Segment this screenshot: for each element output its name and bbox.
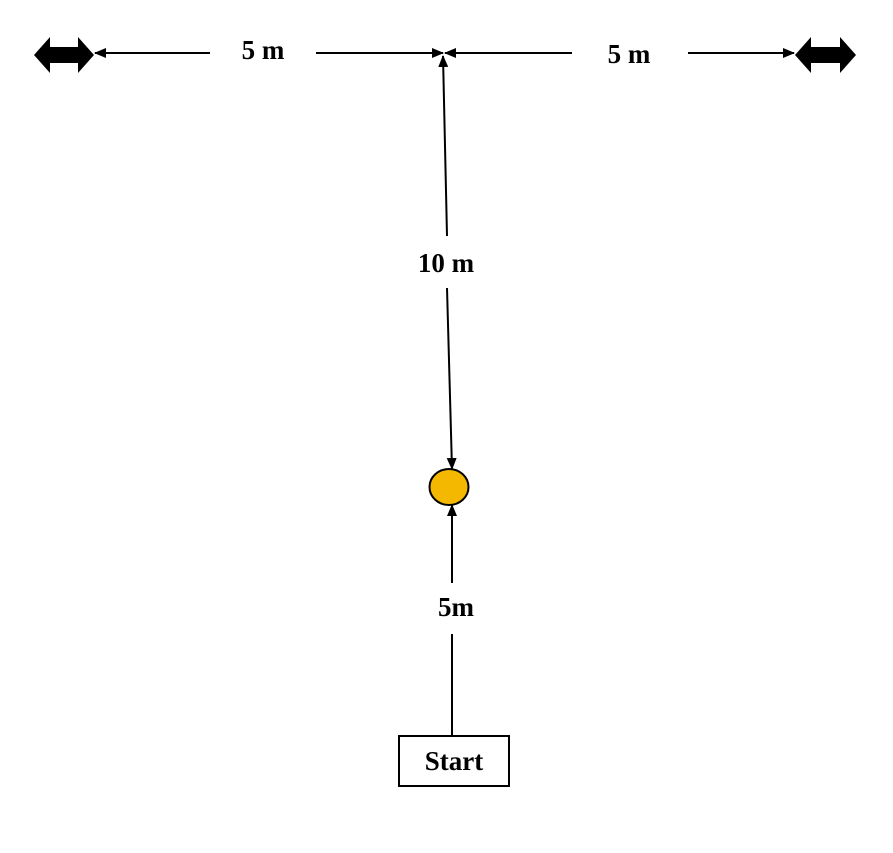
start-box xyxy=(398,735,510,787)
vertical-distance-label: 10 m xyxy=(418,248,475,278)
start-label: Start xyxy=(425,746,483,776)
cone-circle-icon xyxy=(428,468,470,506)
right-double-arrow-icon xyxy=(795,37,856,73)
vertical-distance-arrow-upper xyxy=(438,55,449,237)
right-distance-label: 5 m xyxy=(608,39,651,69)
left-distance-label: 5 m xyxy=(242,35,285,65)
start-distance-label: 5m xyxy=(438,592,475,622)
vertical-distance-arrow-lower xyxy=(446,287,457,470)
left-double-arrow-icon xyxy=(34,37,94,73)
